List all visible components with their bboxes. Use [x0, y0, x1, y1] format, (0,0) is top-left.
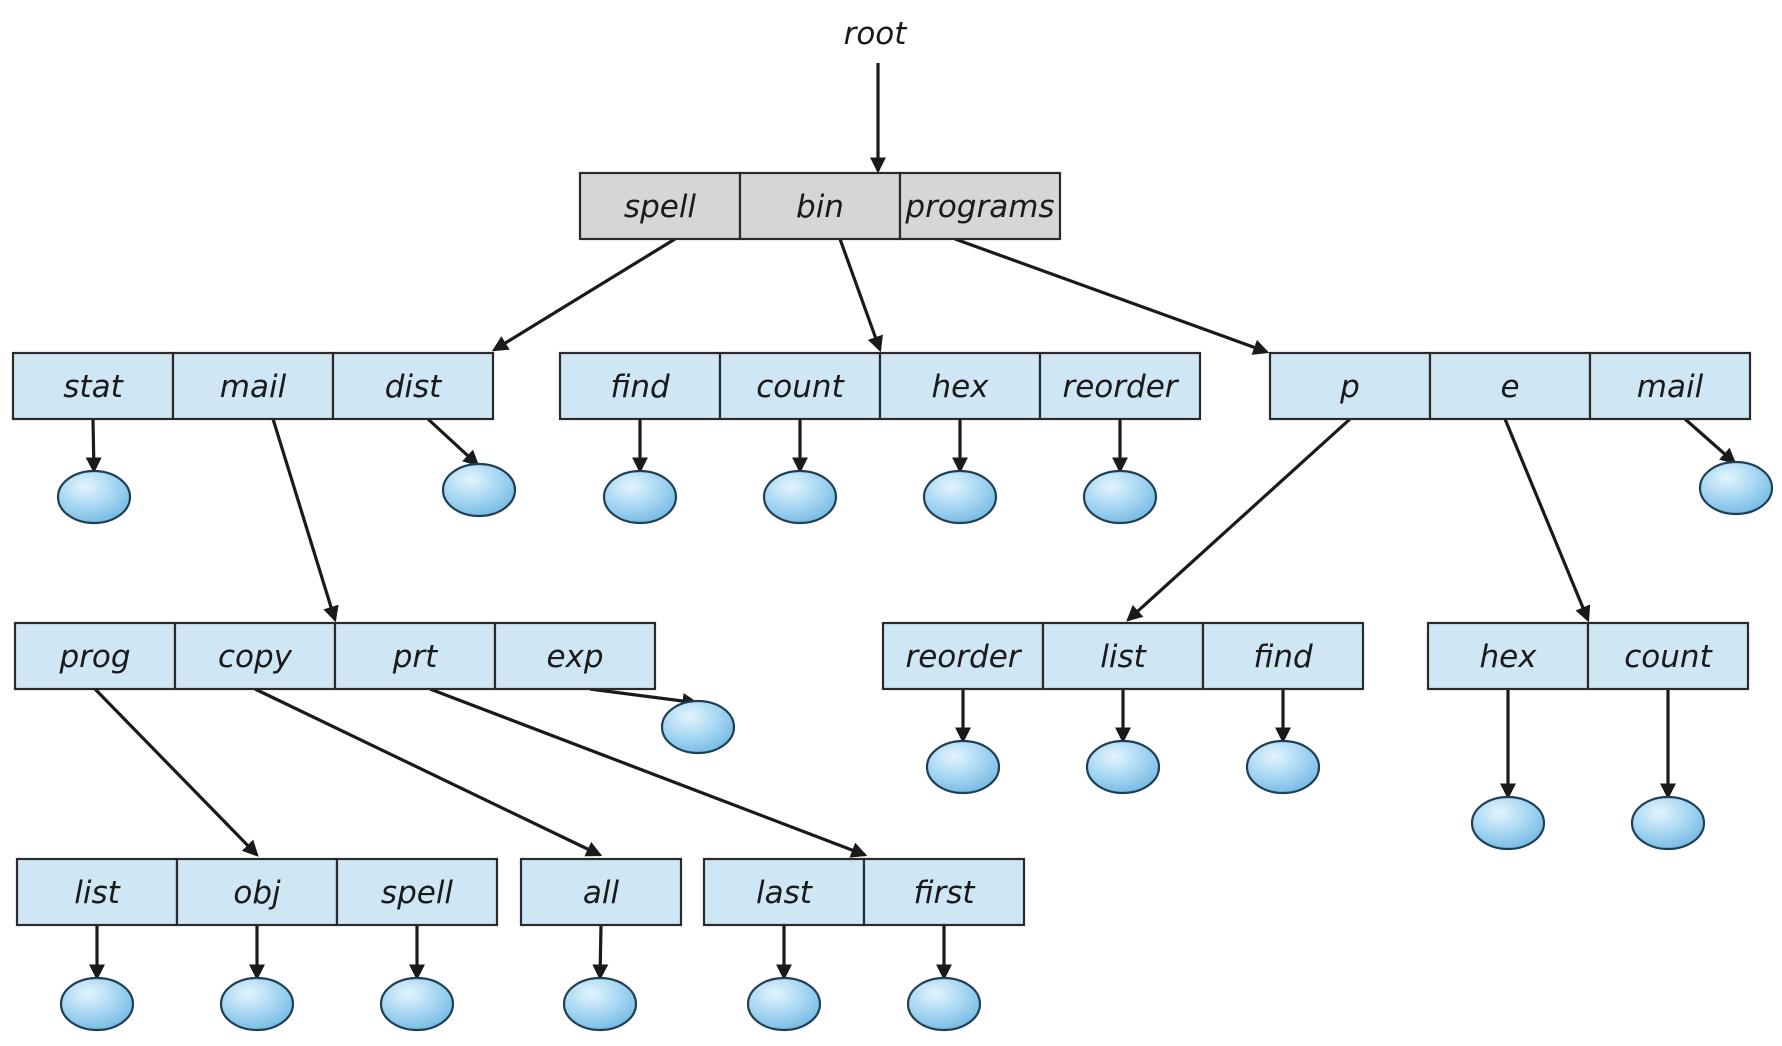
- directory-cell: [1041, 621, 1205, 691]
- directory-entry-label: find: [610, 369, 670, 405]
- directory-entry-label: all: [583, 875, 620, 911]
- file-node: [59, 976, 135, 1032]
- directory-cell: [13, 621, 177, 691]
- file-node: [441, 462, 517, 518]
- directory-entry-label: reorder: [1062, 369, 1179, 405]
- edge-to-prt-dir: [429, 687, 868, 858]
- file-node: [925, 739, 1001, 795]
- directory-cell: [1038, 351, 1202, 421]
- directory-entry-label: hex: [931, 369, 989, 405]
- directory-entry-label: programs: [904, 189, 1054, 225]
- directory-entry-label: list: [74, 875, 121, 911]
- file-arrow: [592, 924, 609, 981]
- edge-to-prog-dir: [93, 687, 259, 857]
- directory-cell: [558, 351, 722, 421]
- directory-entry-label: e: [1500, 369, 1519, 405]
- directory-entry-label: copy: [218, 639, 293, 675]
- directory-entry-label: bin: [796, 189, 844, 225]
- directory-entry-label: prog: [58, 639, 130, 675]
- file-node: [1085, 739, 1161, 795]
- file-node: [562, 976, 638, 1032]
- file-arrow: [589, 687, 699, 709]
- root-label: root: [844, 16, 909, 52]
- edge-to-e-dir: [1503, 418, 1591, 623]
- file-node: [56, 469, 132, 525]
- edges: [85, 63, 1737, 981]
- directory-entry-label: dist: [385, 369, 443, 405]
- file-node: [762, 469, 838, 525]
- directory-root: spell bin programs: [578, 171, 1062, 241]
- directory-cell: [331, 351, 495, 421]
- directory-prt-dir: last first: [702, 857, 1026, 927]
- file-node: [1470, 795, 1546, 851]
- file-node: [602, 469, 678, 525]
- directory-p-dir: reorder list find: [881, 621, 1365, 691]
- directory-entry-label: count: [1624, 639, 1713, 675]
- directory-cell: [738, 171, 902, 241]
- directory-entry-label: prt: [392, 639, 439, 675]
- files: [56, 460, 1774, 1032]
- directory-cell: [493, 621, 657, 691]
- directory-prog-dir: list obj spell: [15, 857, 499, 927]
- directory-programs-dir: p e mail: [1268, 351, 1752, 421]
- directory-entry-label: find: [1253, 639, 1313, 675]
- file-node: [660, 699, 736, 755]
- directory-cell: [11, 351, 175, 421]
- directory-cell: [519, 857, 683, 927]
- directory-mail-dir: prog copy prt exp: [13, 621, 657, 691]
- directory-entry-label: count: [756, 369, 845, 405]
- directory-e-dir: hex count: [1426, 621, 1750, 691]
- directory-entry-label: reorder: [905, 639, 1022, 675]
- directory-entry-label: stat: [63, 369, 124, 405]
- edge-to-programs-dir: [954, 237, 1270, 355]
- file-node: [1245, 739, 1321, 795]
- file-arrow: [426, 417, 480, 467]
- file-node: [1698, 460, 1774, 516]
- directory-cell: [878, 351, 1042, 421]
- directory-entry-label: list: [1100, 639, 1147, 675]
- directory-cell: [15, 857, 179, 927]
- file-arrow: [1683, 417, 1737, 465]
- directory-entry-label: last: [756, 875, 814, 911]
- file-node: [219, 976, 295, 1032]
- directory-cell: [335, 857, 499, 927]
- edge-to-copy-dir: [254, 687, 603, 857]
- directory-cell: [333, 621, 497, 691]
- directory-entry-label: obj: [233, 875, 281, 911]
- directory-cell: [1588, 351, 1752, 421]
- directory-cell: [862, 857, 1026, 927]
- file-arrow: [85, 418, 102, 474]
- edge-to-mail-dir: [271, 418, 339, 623]
- directory-cell: [898, 171, 1062, 241]
- directory-cell: [175, 857, 339, 927]
- directory-cell: [1586, 621, 1750, 691]
- directory-entry-label: p: [1339, 369, 1360, 405]
- edge-to-p-dir: [1126, 417, 1352, 622]
- edge-to-bin-dir: [838, 238, 883, 353]
- file-node: [1082, 469, 1158, 525]
- file-node: [906, 976, 982, 1032]
- directory-entry-label: spell: [381, 875, 454, 911]
- file-node: [746, 976, 822, 1032]
- directory-cell: [1426, 621, 1590, 691]
- directory-spell-dir: stat mail dist: [11, 351, 495, 421]
- directory-copy-dir: all: [519, 857, 683, 927]
- directory-entry-label: mail: [220, 369, 287, 405]
- file-node: [1630, 795, 1706, 851]
- directory-entry-label: mail: [1637, 369, 1704, 405]
- directory-cell: [1201, 621, 1365, 691]
- edge-to-spell-dir: [491, 237, 676, 352]
- directory-entry-label: hex: [1479, 639, 1537, 675]
- file-node: [922, 469, 998, 525]
- directory-bin-dir: find count hex reorder: [558, 351, 1202, 421]
- directory-entry-label: exp: [546, 639, 603, 675]
- directory-entry-label: spell: [624, 189, 697, 225]
- file-node: [379, 976, 455, 1032]
- directory-cell: [1268, 351, 1432, 421]
- directory-cell: [718, 351, 882, 421]
- directory-cell: [171, 351, 335, 421]
- directory-entry-label: first: [913, 875, 976, 911]
